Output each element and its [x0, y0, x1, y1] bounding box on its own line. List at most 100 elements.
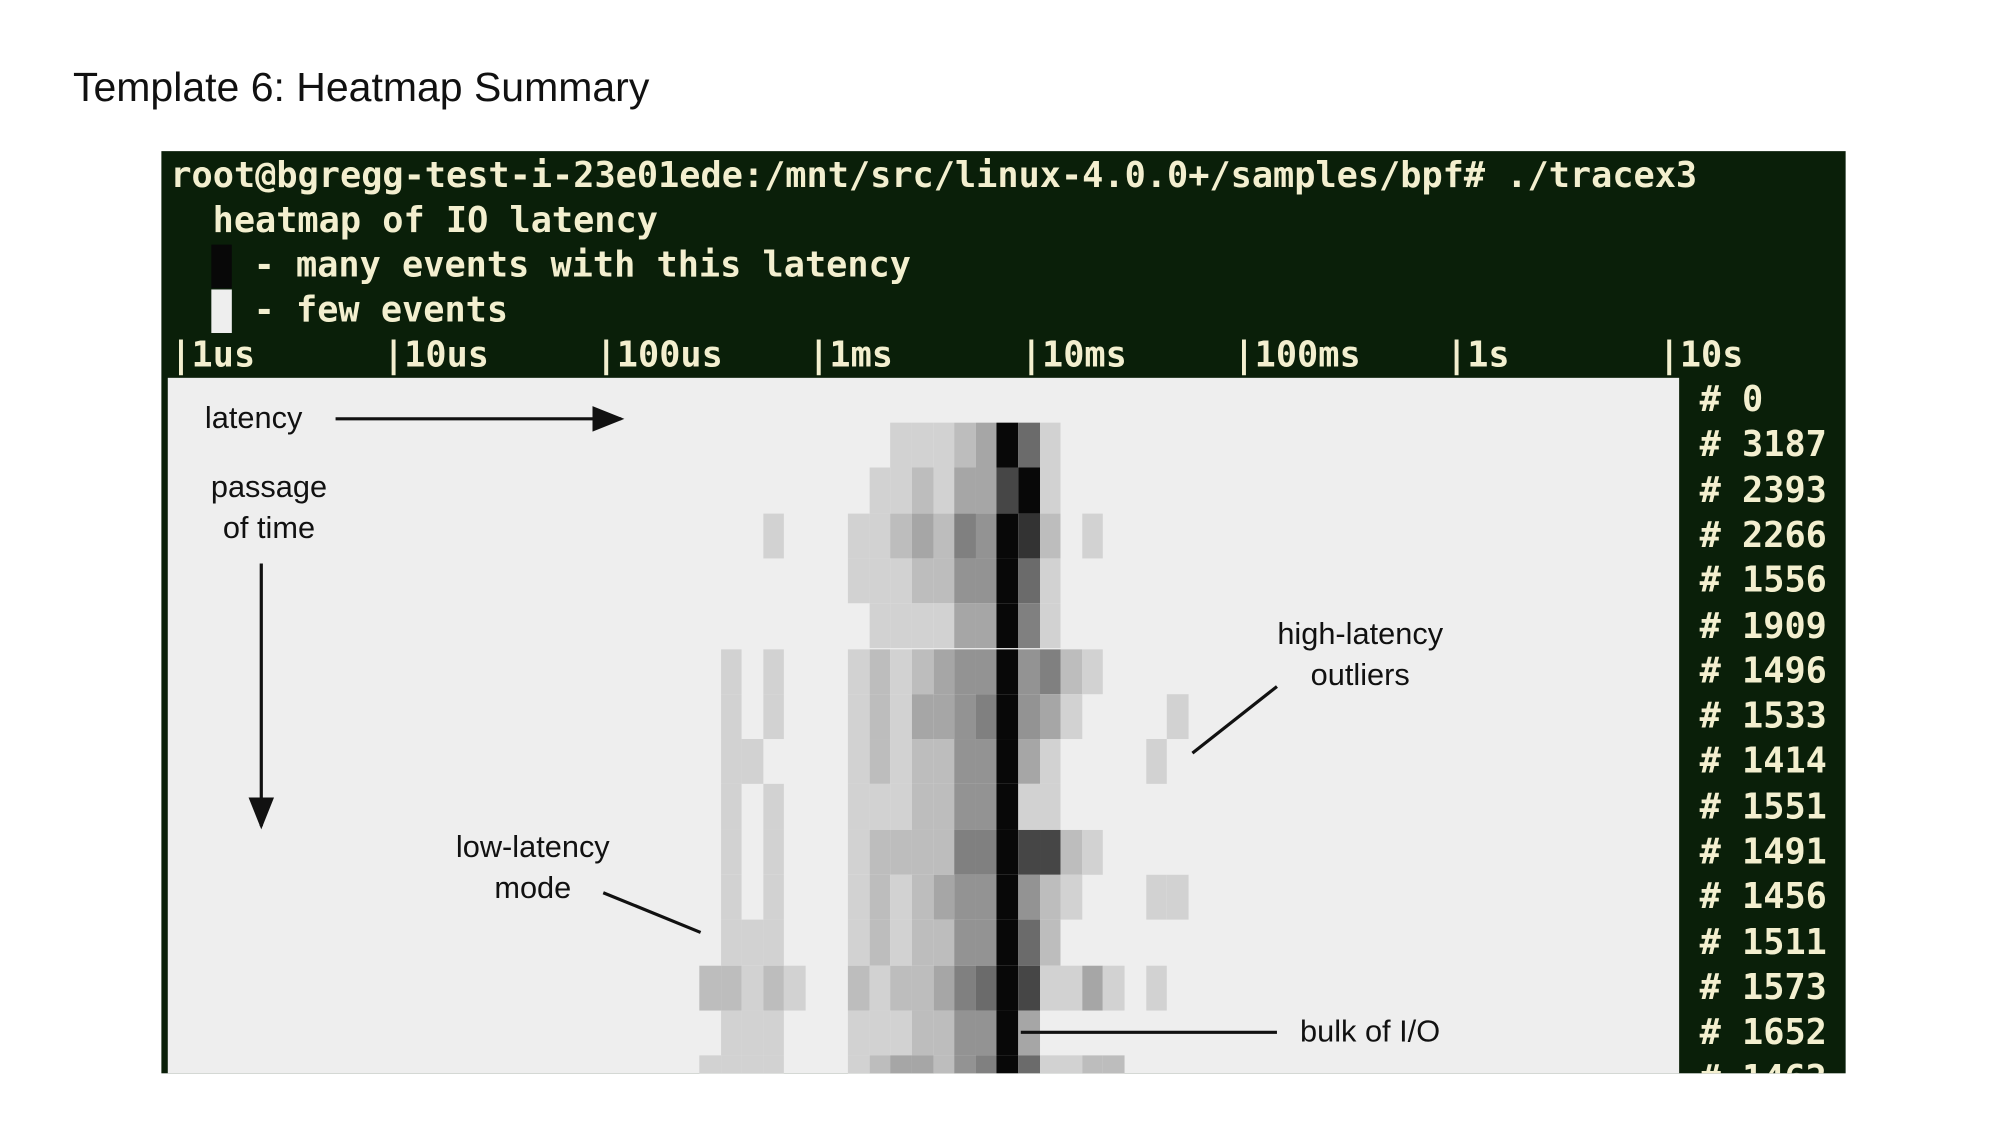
heatmap-cell — [763, 1010, 785, 1056]
heatmap-cell — [763, 1055, 785, 1074]
heatmap-cell — [869, 784, 891, 830]
heatmap-cell — [1082, 965, 1104, 1011]
heatmap-cell — [954, 648, 976, 694]
heatmap-cell — [869, 919, 891, 966]
heatmap-cell — [1103, 965, 1125, 1011]
heatmap-cell — [933, 919, 955, 966]
row-count: # 1533 — [1699, 695, 1827, 737]
axis-tick-label: |10us — [382, 334, 490, 376]
heatmap-cell — [869, 739, 891, 785]
heatmap-cell — [848, 739, 870, 785]
heatmap-cell — [848, 1010, 870, 1056]
heatmap-cell — [1039, 1055, 1061, 1074]
heatmap-cell — [890, 829, 912, 875]
heatmap-cell — [1039, 829, 1061, 875]
heatmap-cell — [720, 965, 742, 1011]
heatmap-cell — [996, 829, 1019, 875]
heatmap-cell — [954, 739, 976, 785]
heatmap-cell — [1145, 739, 1168, 785]
heatmap-cell — [954, 919, 976, 966]
heatmap-cell — [933, 1055, 955, 1074]
heatmap-cell — [1018, 467, 1040, 514]
heatmap-cell — [1039, 422, 1061, 468]
heatmap-cell — [890, 603, 912, 649]
heatmap-cell — [763, 965, 785, 1011]
high-latency-pointer — [1191, 685, 1278, 755]
heatmap-cell — [954, 874, 976, 920]
heatmap-cell — [720, 919, 742, 966]
heatmap-cell — [890, 513, 912, 559]
heatmap-cell — [890, 965, 912, 1011]
row-count: # 1652 — [1699, 1012, 1827, 1054]
legend-few-label: - few events — [253, 289, 509, 331]
heatmap-cell — [996, 603, 1019, 649]
heatmap-cell — [848, 1055, 870, 1074]
heatmap-cell — [763, 513, 785, 559]
heatmap-cell — [848, 784, 870, 830]
heatmap-cell — [996, 739, 1019, 785]
heatmap-cell — [975, 693, 997, 740]
heatmap-cell — [890, 422, 912, 468]
row-count: # 0 — [1699, 379, 1764, 421]
passage-annotation-2: of time — [222, 511, 316, 546]
heatmap-cell — [1082, 513, 1104, 559]
heatmap-cell — [954, 513, 976, 559]
heatmap-cell — [890, 784, 912, 830]
heatmap-cell — [954, 829, 976, 875]
row-count: # 1496 — [1699, 650, 1827, 692]
heatmap-cell — [848, 919, 870, 966]
heatmap-cell — [933, 422, 955, 468]
heatmap-cell — [911, 874, 934, 920]
heatmap-cell — [996, 874, 1019, 920]
heatmap-cell — [1039, 874, 1061, 920]
axis-tick-label: |100ms — [1233, 334, 1361, 376]
heatmap-cell — [954, 693, 976, 740]
heatmap-cell — [975, 784, 997, 830]
heatmap-cell — [1039, 965, 1061, 1011]
heatmap-cell — [890, 558, 912, 604]
heatmap-cell — [741, 1010, 764, 1056]
command-line: root@bgregg-test-i-23e01ede:/mnt/src/lin… — [170, 154, 1698, 196]
heatmap-cell — [741, 919, 764, 966]
heatmap-area — [167, 377, 1680, 1074]
heatmap-cell — [996, 513, 1019, 559]
heatmap-cell — [954, 422, 976, 468]
heatmap-cell — [911, 1055, 934, 1074]
heatmap-cell — [1018, 784, 1040, 830]
heatmap-cell — [933, 965, 955, 1011]
heatmap-cell — [975, 874, 997, 920]
axis-tick-label: |1ms — [808, 334, 894, 376]
heatmap-cell — [911, 648, 934, 694]
heatmap-cell — [1060, 693, 1082, 740]
heatmap-cell — [890, 467, 912, 514]
heatmap-cell — [933, 1010, 955, 1056]
heatmap-cell — [933, 739, 955, 785]
heatmap-cell — [996, 965, 1019, 1011]
row-count: # 1909 — [1699, 605, 1827, 647]
heatmap-cell — [869, 874, 891, 920]
heatmap-cell — [1060, 829, 1082, 875]
heatmap-cell — [911, 829, 934, 875]
low-latency-annotation-1: low-latency — [455, 829, 610, 865]
row-count: # 1414 — [1699, 740, 1827, 782]
heatmap-cell — [1145, 874, 1168, 920]
heatmap-cell — [1082, 1055, 1104, 1074]
heatmap-cell — [741, 739, 764, 785]
heatmap-cell — [848, 965, 870, 1011]
row-count: # 1511 — [1699, 921, 1827, 963]
heatmap-cell — [890, 1055, 912, 1074]
heatmap-cell — [933, 648, 955, 694]
heatmap-cell — [954, 558, 976, 604]
axis-tick-label: |100us — [595, 334, 723, 376]
heatmap-cell — [720, 1010, 742, 1056]
row-count: # 1491 — [1699, 831, 1827, 873]
heatmap-cell — [720, 874, 742, 920]
heatmap-cell — [933, 467, 955, 514]
heatmap-cell — [869, 648, 891, 694]
heatmap-cell — [975, 1055, 997, 1074]
heatmap-cell — [1018, 1055, 1040, 1074]
heatmap-cell — [890, 919, 912, 966]
latency-annotation: latency — [204, 400, 303, 436]
